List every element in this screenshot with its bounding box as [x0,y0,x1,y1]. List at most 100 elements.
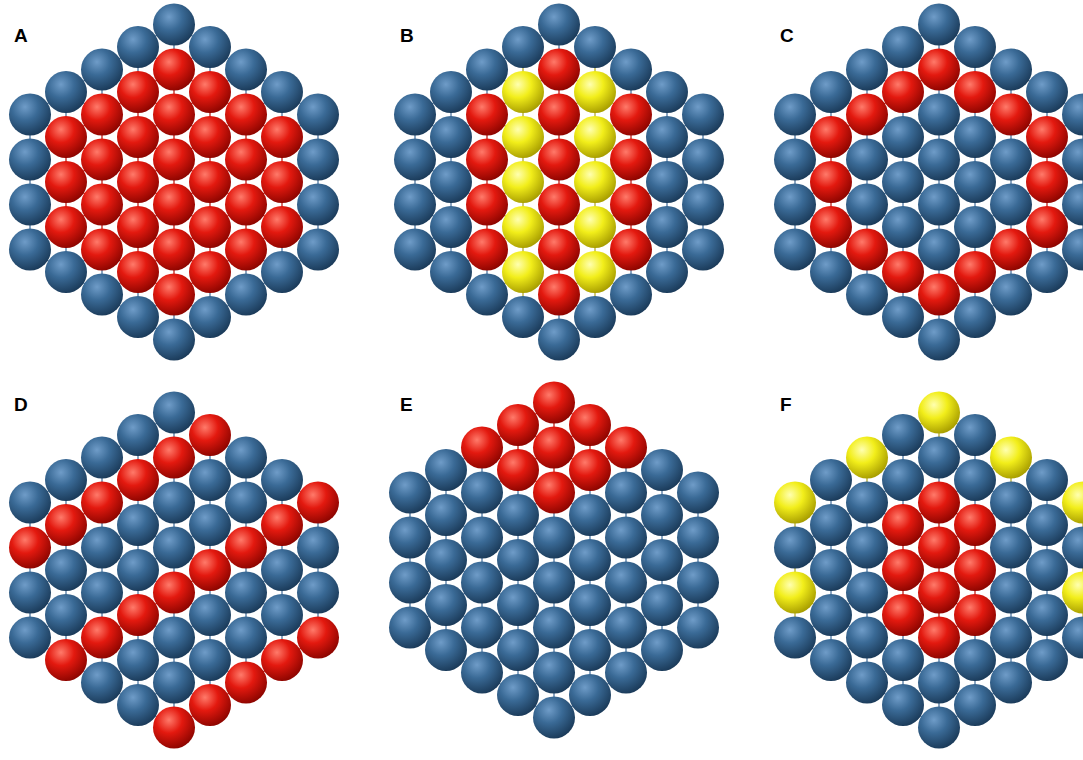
atom-sphere [153,662,195,704]
atom-sphere [1026,206,1068,248]
atom-sphere [1062,139,1083,181]
atom-sphere [641,629,683,671]
atom-sphere [502,296,544,338]
atom-sphere [610,229,652,271]
atom-sphere [189,161,231,203]
panel-letter-box: D [14,395,28,414]
atom-sphere [45,251,87,293]
atom-sphere [261,161,303,203]
atom-sphere [605,652,647,694]
atom-sphere [297,617,339,659]
atom-sphere [954,414,996,456]
atom-sphere [225,662,267,704]
atom-sphere [538,274,580,316]
atom-sphere [45,459,87,501]
atom-sphere [502,206,544,248]
atom-sphere [461,517,503,559]
atom-sphere [117,206,159,248]
atom-sphere [189,684,231,726]
atom-sphere [882,116,924,158]
atom-sphere [430,206,472,248]
atom-sphere [117,639,159,681]
atom-sphere [225,184,267,226]
atom-sphere [45,549,87,591]
atom-sphere [189,116,231,158]
atom-sphere [189,26,231,68]
atom-sphere [45,116,87,158]
panel-letter: F [780,394,792,415]
atom-sphere [918,437,960,479]
atom-sphere [918,184,960,226]
atom-sphere [81,184,123,226]
atom-sphere [774,184,816,226]
atom-sphere [153,437,195,479]
atom-sphere [425,449,467,491]
atom-sphere [569,629,611,671]
atom-sphere [990,482,1032,524]
atom-sphere [682,94,724,136]
atom-sphere [846,527,888,569]
atom-sphere [918,4,960,46]
atom-sphere [430,251,472,293]
atom-sphere [882,504,924,546]
atom-sphere [153,94,195,136]
atom-sphere [646,71,688,113]
cluster-panel [389,382,719,739]
atom-sphere [466,274,508,316]
atom-sphere [261,71,303,113]
atom-sphere [810,459,852,501]
atom-sphere [918,319,960,361]
cluster-panel [394,4,724,361]
atom-sphere [882,459,924,501]
atom-sphere [990,139,1032,181]
atom-sphere [533,517,575,559]
atom-sphere [425,584,467,626]
atom-sphere [502,71,544,113]
atom-sphere [641,539,683,581]
atom-sphere [918,274,960,316]
atom-sphere [990,229,1032,271]
atom-sphere [189,594,231,636]
atom-sphere [538,139,580,181]
bond-lines [415,25,703,340]
atom-sphere [918,707,960,749]
atom-sphere [461,427,503,469]
atom-sphere [225,94,267,136]
atom-sphere [1026,639,1068,681]
atom-sphere [153,572,195,614]
panel-letter: A [14,25,28,46]
atom-sphere [990,662,1032,704]
atom-sphere [1026,504,1068,546]
atom-sphere [153,319,195,361]
atom-sphere [189,251,231,293]
cluster-panel [774,392,1083,749]
atom-sphere [425,629,467,671]
atom-sphere [45,71,87,113]
atom-sphere [117,594,159,636]
atom-sphere [846,139,888,181]
atom-sphere [225,572,267,614]
atom-sphere [261,251,303,293]
atom-sphere [9,139,51,181]
atom-sphere [117,251,159,293]
atom-sphere [610,139,652,181]
atom-sphere [954,251,996,293]
atom-sphere [153,527,195,569]
atom-sphere [610,184,652,226]
atom-sphere [189,549,231,591]
atom-sphere [882,684,924,726]
atom-sphere [538,229,580,271]
atom-sphere [574,251,616,293]
atom-sphere [153,229,195,271]
atom-sphere [990,437,1032,479]
atom-sphere [954,206,996,248]
atom-sphere [117,459,159,501]
atom-sphere [810,71,852,113]
atom-sphere [430,71,472,113]
atom-sphere [810,251,852,293]
atom-sphere [918,617,960,659]
atom-sphere [605,472,647,514]
atom-sphere [882,594,924,636]
atom-sphere [502,161,544,203]
